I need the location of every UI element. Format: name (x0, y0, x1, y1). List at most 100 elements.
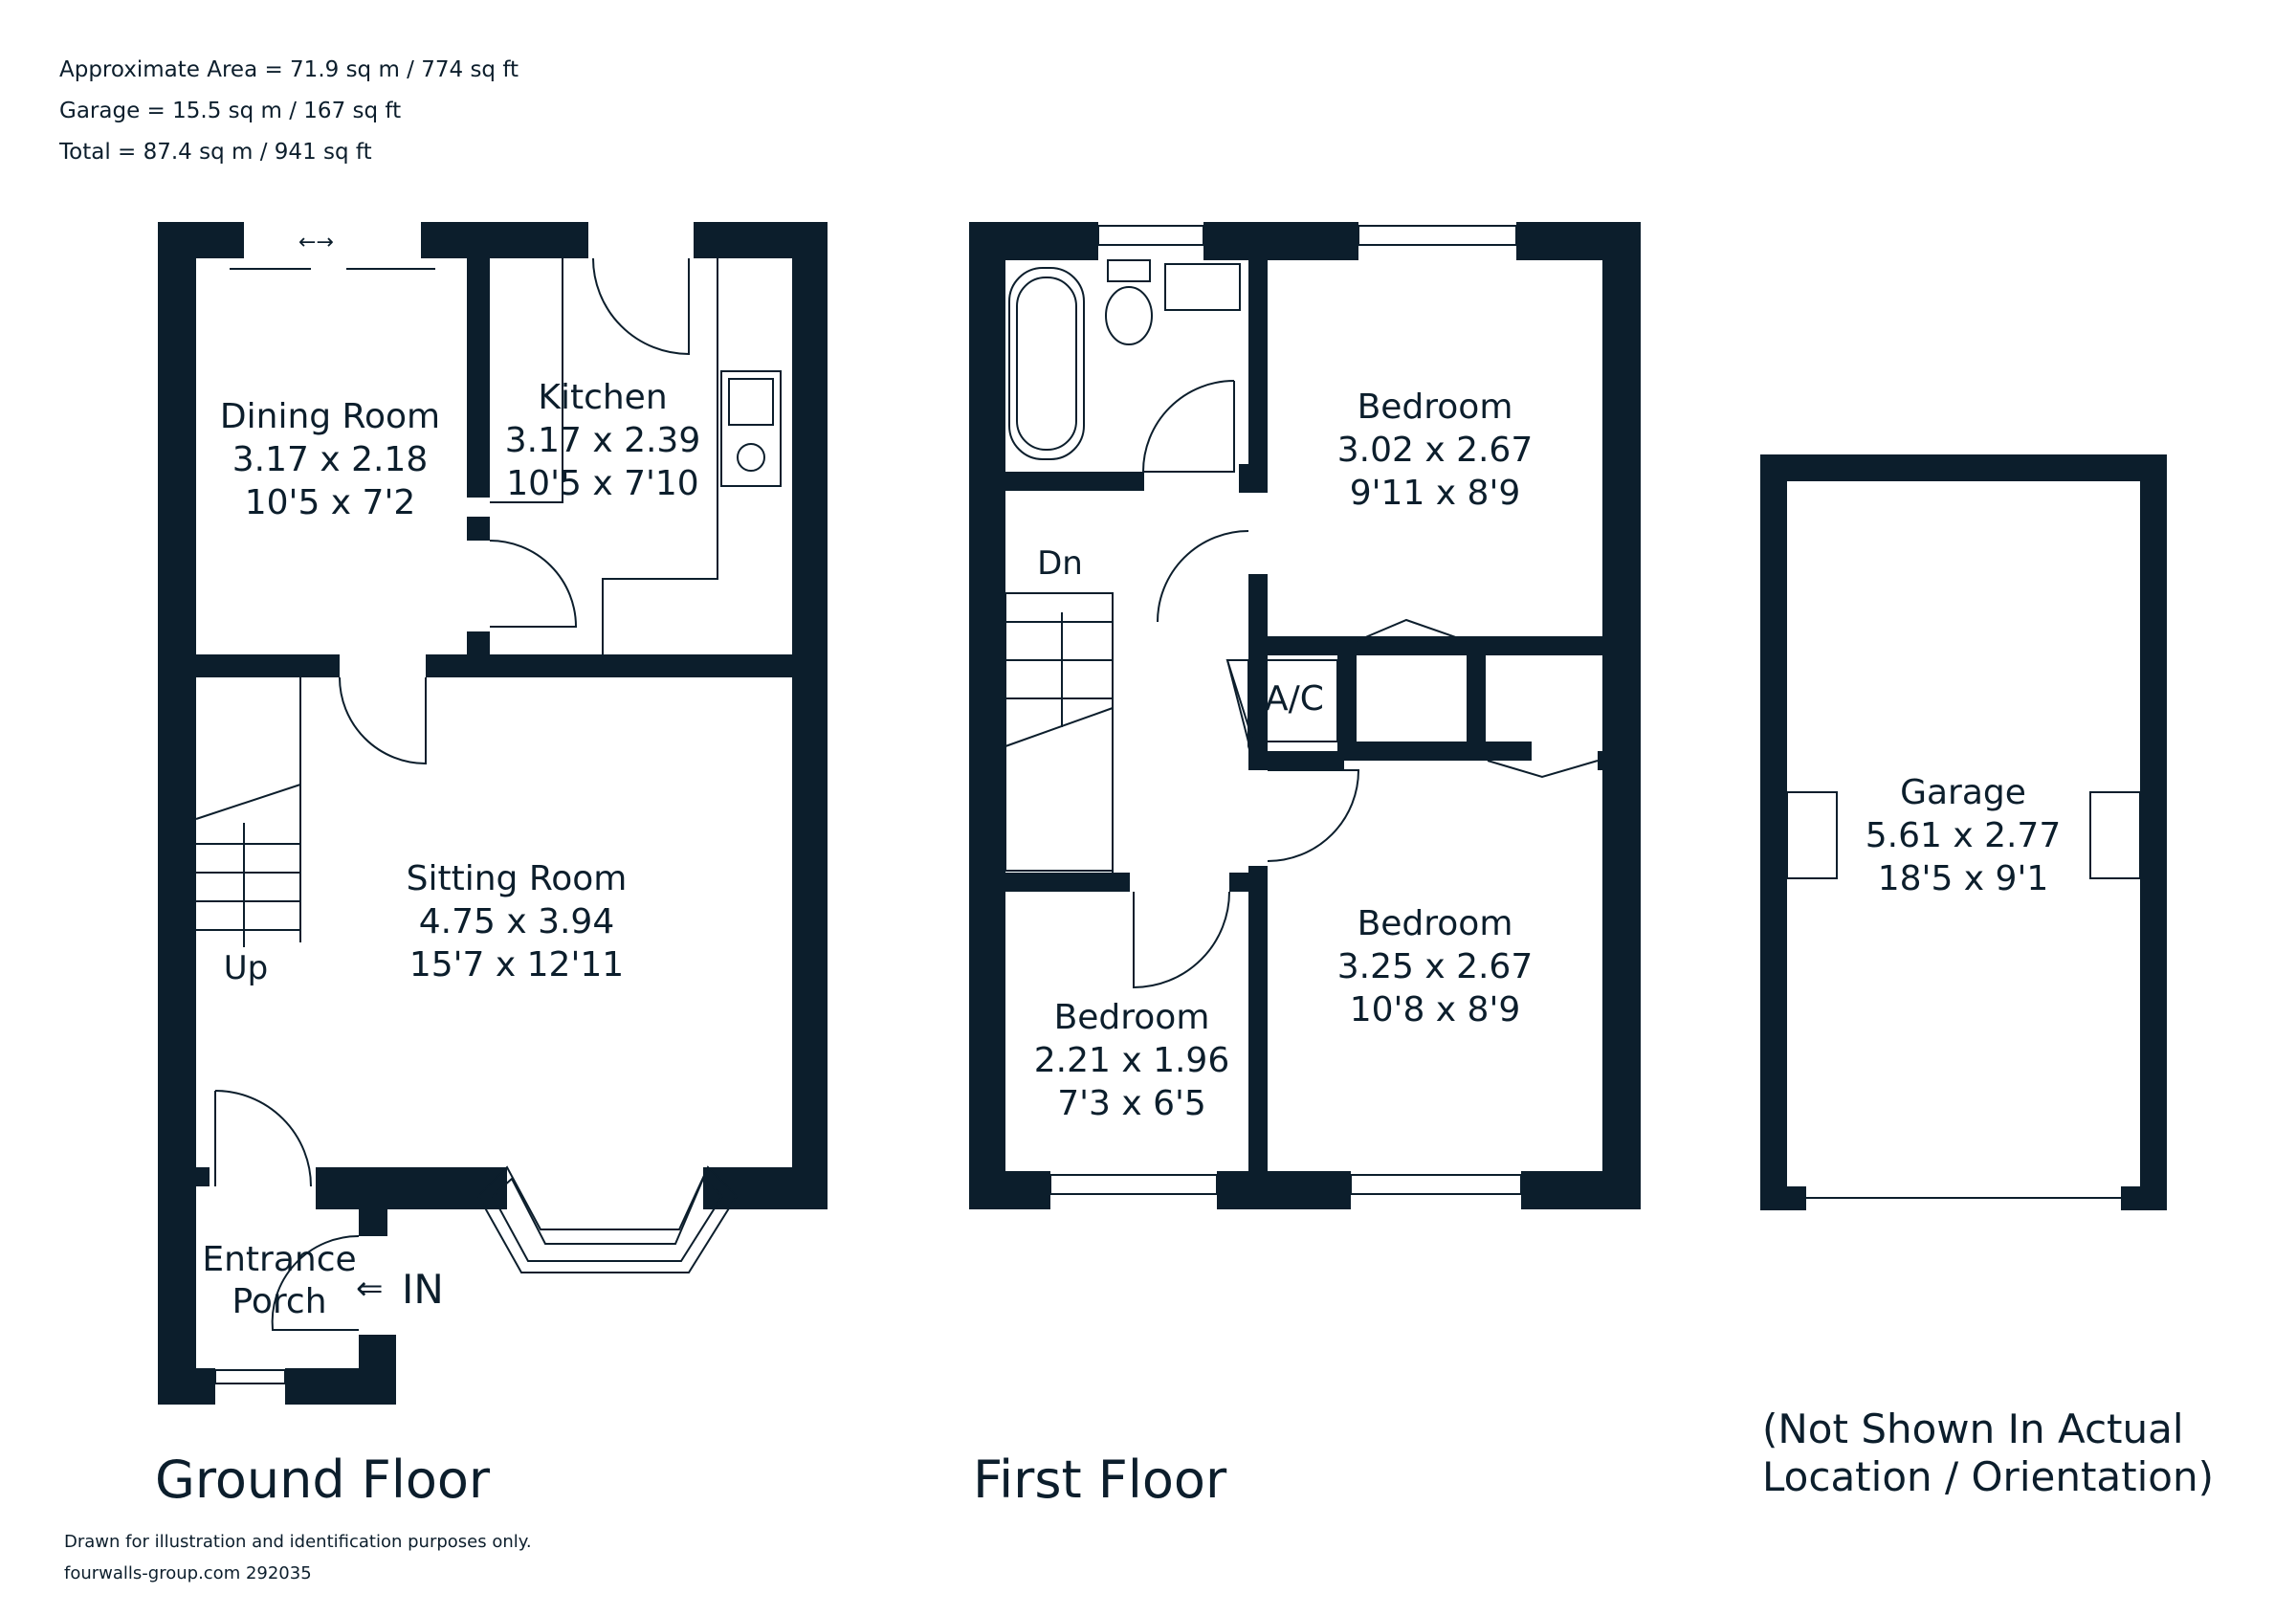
bath-icon (1016, 277, 1077, 451)
kitchen-counter (602, 258, 718, 654)
garage-name: Garage (1900, 773, 2026, 812)
wall (467, 258, 490, 498)
wall (1486, 742, 1532, 761)
sink-icon (737, 443, 765, 472)
porch-window (214, 1369, 286, 1384)
wall (196, 1167, 210, 1186)
bedroom-3-imperial: 7'3 x 6'5 (1057, 1084, 1206, 1123)
bedroom-1-imperial: 9'11 x 8'9 (1350, 474, 1521, 513)
first-floor-title: First Floor (973, 1450, 1227, 1510)
wall (1760, 1186, 1806, 1210)
dining-room-name: Dining Room (220, 397, 440, 436)
wall (1337, 742, 1486, 761)
ground-floor-plan: ←→ Dining Room 3.17 x 2.18 (158, 222, 828, 1405)
door-swing (214, 1090, 312, 1187)
wall (2140, 454, 2167, 1210)
sitting-room-name: Sitting Room (407, 859, 628, 898)
garage-note-line-2: Location / Orientation) (1762, 1453, 2214, 1500)
first-floor-plan: Dn A/C Bedroom 3.02 x 2.67 9'11 x 8'9 Be… (969, 222, 1641, 1209)
bay-window (491, 1177, 724, 1262)
wall (1248, 636, 1641, 655)
ground-stairs (195, 677, 301, 947)
total-area-text: Total = 87.4 sq m / 941 sq ft (58, 140, 372, 165)
wall (1521, 1171, 1641, 1209)
bedroom-2-name: Bedroom (1358, 904, 1513, 943)
garage-imperial: 18'5 x 9'1 (1878, 859, 2049, 898)
wall (158, 654, 340, 677)
wall (359, 1335, 396, 1405)
bedroom-3-metric: 2.21 x 1.96 (1034, 1041, 1230, 1080)
bedroom-2-metric: 3.25 x 2.67 (1337, 947, 1534, 986)
kitchen-metric: 3.17 x 2.39 (505, 421, 701, 460)
door-swing (592, 257, 690, 356)
wall (969, 222, 1005, 1209)
door-swing (339, 676, 427, 765)
bay-window (476, 1165, 739, 1273)
window (971, 549, 992, 675)
door-swing (271, 1234, 360, 1331)
window (1049, 1174, 1218, 1195)
approx-area-text: Approximate Area = 71.9 sq m / 774 sq ft (59, 57, 519, 82)
wall (359, 1209, 387, 1236)
arrow-in-icon: ⇐ (356, 1270, 384, 1308)
bath-icon (1008, 267, 1085, 460)
wall (1239, 464, 1268, 493)
ground-floor-title: Ground Floor (155, 1450, 491, 1510)
first-floor-stairs (1004, 592, 1114, 873)
garage-area-text: Garage = 15.5 sq m / 167 sq ft (59, 99, 401, 123)
door-swing (1157, 530, 1249, 623)
wall (467, 631, 490, 677)
window (1358, 225, 1517, 246)
wall (1203, 222, 1358, 260)
entrance-porch-name-2: Porch (232, 1282, 326, 1321)
window (1350, 1174, 1522, 1195)
door-swing (1133, 891, 1230, 989)
cupboard-door (1356, 618, 1468, 642)
toilet-icon (1107, 259, 1151, 282)
toilet-icon (1105, 286, 1153, 345)
wall (1248, 636, 1268, 770)
sitting-room-imperial: 15'7 x 12'11 (409, 945, 624, 985)
stairs-down-label: Dn (1037, 544, 1083, 583)
wall (1005, 472, 1144, 491)
wall (1602, 222, 1641, 1209)
door-swing (489, 540, 578, 628)
kitchen-imperial: 10'5 x 7'10 (506, 464, 698, 503)
wall (1248, 260, 1268, 478)
entrance-in-label: IN (402, 1266, 444, 1313)
wall (1760, 454, 1787, 1210)
sink-icon (720, 370, 782, 487)
bedroom-3-name: Bedroom (1054, 998, 1210, 1037)
wall (1248, 866, 1268, 1209)
door-swing (1141, 380, 1235, 473)
wall (2121, 1186, 2167, 1210)
wall (1467, 636, 1486, 742)
kitchen-name: Kitchen (538, 378, 667, 417)
dining-room-metric: 3.17 x 2.18 (232, 440, 429, 479)
basin-icon (1164, 263, 1241, 311)
cupboard-door (1487, 760, 1599, 779)
bedroom-1-name: Bedroom (1358, 387, 1513, 427)
wall (1760, 454, 2167, 481)
wall (792, 222, 828, 1209)
reference-text: fourwalls-group.com 292035 (64, 1563, 312, 1583)
wall (1005, 873, 1130, 892)
wall (1337, 636, 1357, 742)
ac-label: A/C (1265, 679, 1324, 719)
sink-icon (728, 378, 774, 426)
bedroom-2-imperial: 10'8 x 8'9 (1350, 990, 1521, 1029)
entrance-porch-name: Entrance (202, 1240, 356, 1279)
kitchen-counter (490, 258, 563, 503)
wall (421, 222, 588, 258)
wall (1598, 751, 1641, 770)
disclaimer-text: Drawn for illustration and identificatio… (64, 1532, 532, 1552)
sitting-room-metric: 4.75 x 3.94 (419, 902, 615, 941)
wall (467, 517, 490, 541)
wall (1229, 873, 1268, 892)
slide-arrows-icon: ←→ (298, 231, 334, 255)
wall (158, 1368, 215, 1405)
wall (426, 654, 828, 677)
garage-metric: 5.61 x 2.77 (1866, 816, 2062, 855)
garage-side-feature (2089, 791, 2141, 879)
